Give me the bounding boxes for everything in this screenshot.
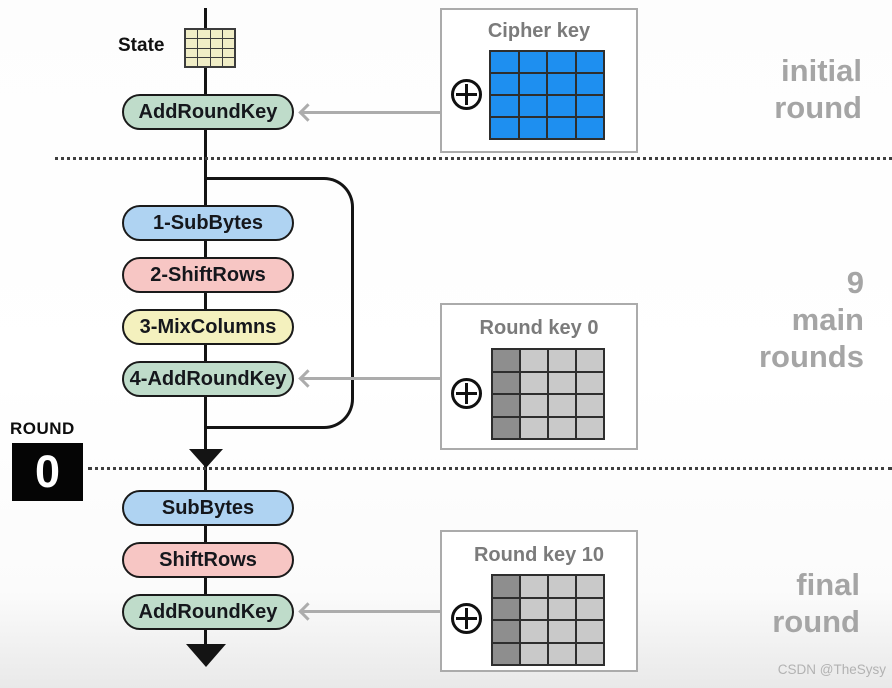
round-key-10-title: Round key 10: [473, 544, 605, 566]
round-key-10-grid: [491, 574, 605, 666]
label-initial-round: initial round: [774, 53, 862, 125]
cipher-key-title: Cipher key: [487, 20, 591, 42]
pill-main-subbytes: 1-SubBytes: [122, 205, 294, 241]
round-key-0-title: Round key 0: [479, 317, 599, 339]
arrow-cipher-key-to-addroundkey: [302, 111, 440, 114]
round-key-0-grid: [491, 348, 605, 440]
pill-final-subbytes: SubBytes: [122, 490, 294, 526]
label-final-round: final round: [772, 567, 860, 639]
main-rounds-loop-line: [205, 177, 354, 429]
state-label: State: [118, 35, 165, 56]
round-counter-label: ROUND: [10, 419, 75, 438]
pill-main-addroundkey: 4-AddRoundKey: [122, 361, 294, 397]
cipher-key-box: Cipher key: [440, 8, 638, 153]
pill-main-mixcolumns: 3-MixColumns: [122, 309, 294, 345]
label-main-rounds: 9 main rounds: [758, 265, 864, 374]
round-key-0-box: Round key 0: [440, 303, 638, 450]
xor-icon: [451, 378, 482, 409]
down-arrowhead-mid: [189, 449, 223, 468]
watermark: CSDN @TheSysy: [777, 662, 886, 677]
separator-initial-main: [55, 157, 892, 160]
round-key-10-box: Round key 10: [440, 530, 638, 672]
pill-final-shiftrows: ShiftRows: [122, 542, 294, 578]
separator-main-final: [88, 467, 892, 470]
pill-final-addroundkey: AddRoundKey: [122, 594, 294, 630]
xor-icon: [451, 79, 482, 110]
pill-initial-addroundkey: AddRoundKey: [122, 94, 294, 130]
round-counter-value: 0: [12, 443, 83, 501]
arrow-roundkey0-to-addroundkey: [302, 377, 440, 380]
down-arrowhead-bottom: [186, 644, 226, 667]
xor-icon: [451, 603, 482, 634]
pill-main-shiftrows: 2-ShiftRows: [122, 257, 294, 293]
arrow-roundkey10-to-addroundkey: [302, 610, 440, 613]
state-grid-icon: [184, 28, 236, 68]
cipher-key-grid: [489, 50, 605, 140]
